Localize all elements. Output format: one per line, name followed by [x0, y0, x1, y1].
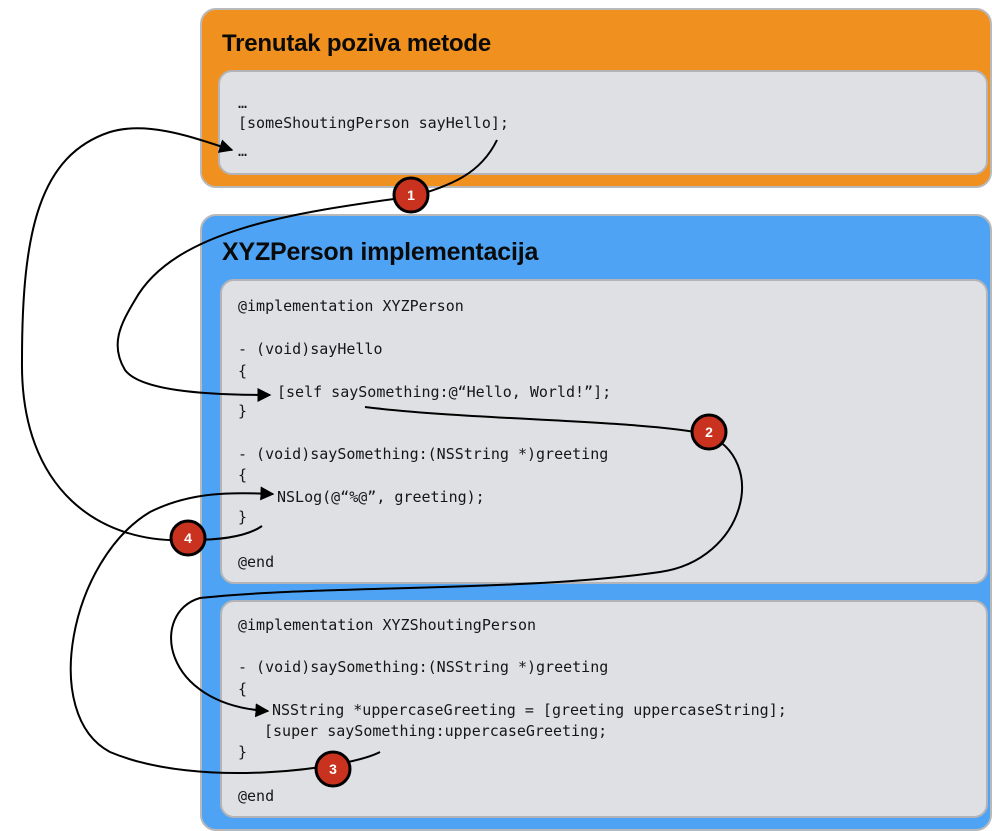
step-number-3: 3 — [329, 761, 337, 777]
code-line: @implementation XYZShoutingPerson — [238, 616, 537, 634]
code-line: [super saySomething:uppercaseGreeting; — [264, 722, 608, 740]
flow-arrow-4 — [20, 127, 263, 542]
code-line: - (void)sayHello — [238, 340, 383, 358]
code-line: @implementation XYZPerson — [238, 297, 464, 315]
code-line: { — [238, 362, 248, 380]
code-line: @end — [238, 553, 275, 571]
code-line: [self saySomething:@“Hello, World!”]; — [277, 383, 612, 401]
step-badge-2: 2 — [690, 413, 728, 451]
step-badge-1: 1 — [392, 176, 430, 214]
call-site-title: Trenutak poziva metode — [222, 30, 491, 57]
code-line-call: [someShoutingPerson sayHello]; — [238, 114, 509, 132]
step-badge-4: 4 — [169, 519, 207, 557]
code-line-ellipsis-top: … — [238, 94, 248, 112]
code-line: NSLog(@“%@”, greeting); — [277, 488, 485, 506]
code-line-ellipsis-bottom: … — [238, 142, 248, 160]
code-line: - (void)saySomething:(NSString *)greetin… — [238, 445, 609, 463]
code-line: { — [238, 466, 248, 484]
code-line: NSString *uppercaseGreeting = [greeting … — [272, 701, 787, 719]
step-number-4: 4 — [184, 530, 192, 546]
implementation-title: XYZPerson implementacija — [222, 238, 539, 266]
code-line: } — [238, 508, 248, 526]
code-line: } — [238, 743, 248, 761]
call-site-code: … [someShoutingPerson sayHello]; … — [220, 72, 509, 162]
step-number-1: 1 — [407, 187, 415, 203]
step-badge-3: 3 — [314, 750, 352, 788]
xyzperson-code: @implementation XYZPerson - (void)sayHel… — [222, 281, 611, 571]
flow-arrow-2 — [170, 406, 743, 718]
code-line: { — [238, 680, 248, 698]
xyzshoutingperson-code-box: @implementation XYZShoutingPerson - (voi… — [220, 600, 988, 818]
step-number-2: 2 — [705, 424, 713, 440]
code-line: } — [238, 402, 248, 420]
flow-arrow-1 — [116, 139, 498, 402]
call-site-code-box: … [someShoutingPerson sayHello]; … — [218, 70, 988, 175]
xyzperson-code-box: @implementation XYZPerson - (void)sayHel… — [220, 279, 988, 584]
flow-arrow-3 — [69, 486, 381, 775]
code-line: @end — [238, 787, 275, 805]
code-line: - (void)saySomething:(NSString *)greetin… — [238, 658, 609, 676]
xyzshoutingperson-code: @implementation XYZShoutingPerson - (voi… — [222, 602, 787, 805]
